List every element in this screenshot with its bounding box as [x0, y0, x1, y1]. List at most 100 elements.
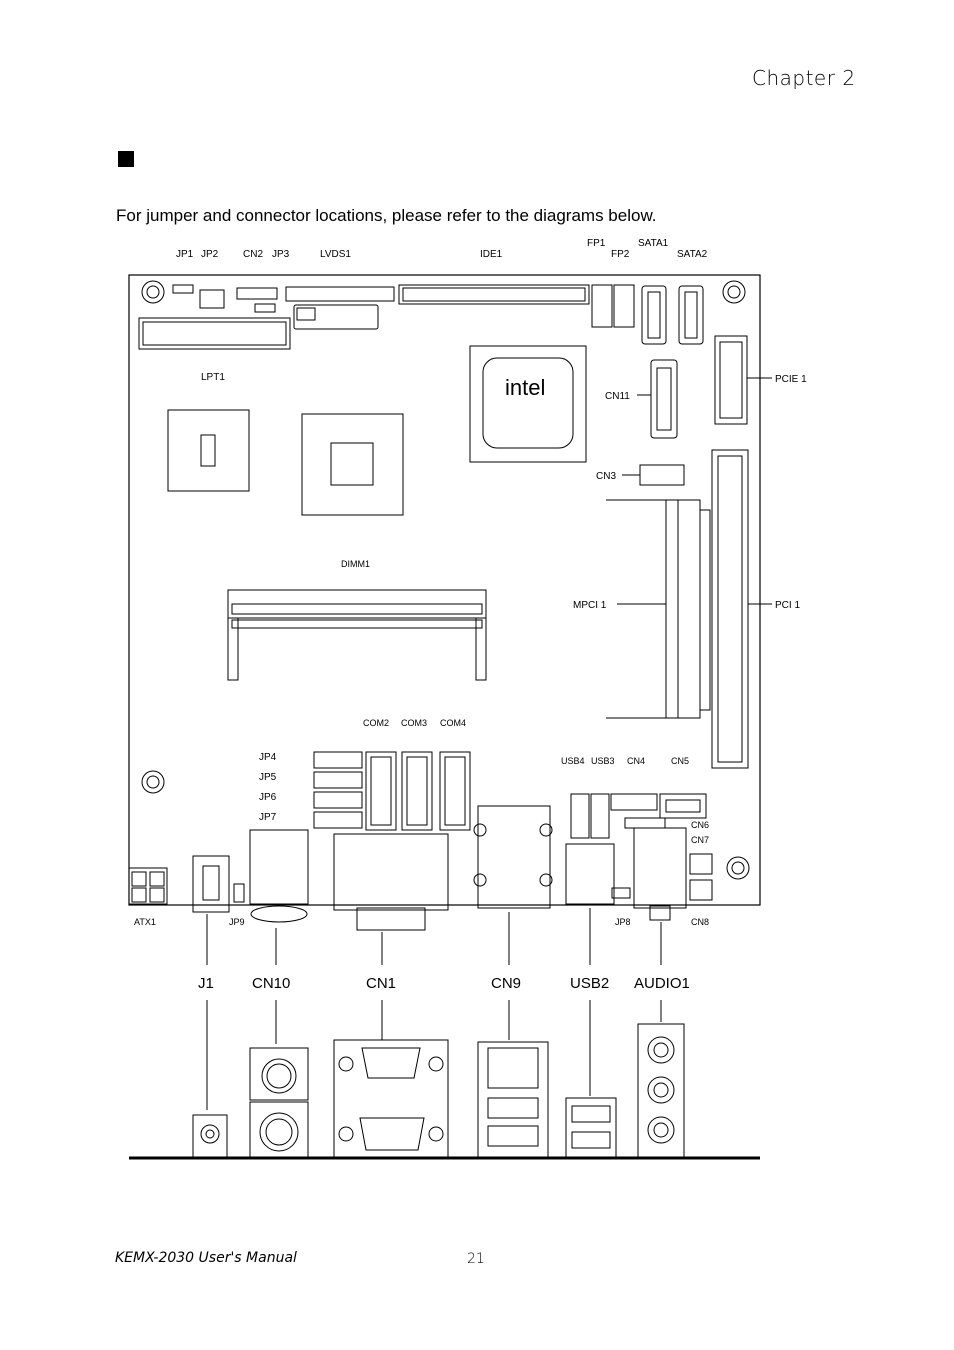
label-cn3: CN3 — [596, 471, 616, 482]
section-bullet — [118, 151, 134, 167]
label-atx1: ATX1 — [134, 917, 156, 927]
label-lvds1: LVDS1 — [320, 249, 351, 260]
cn5-connector — [659, 793, 707, 819]
jp6-jumper — [313, 791, 363, 809]
rear-cn1 — [333, 1039, 449, 1159]
usb2-connector — [565, 843, 615, 905]
label-jp2: JP2 — [201, 249, 219, 260]
page-number: 21 — [467, 1251, 485, 1267]
jp3-jumper — [254, 303, 276, 313]
mounting-hole-mid-left — [141, 770, 165, 794]
manual-title: KEMX-2030 User's Manual — [115, 1250, 297, 1266]
jp5-jumper — [313, 771, 363, 789]
label-audio1: AUDIO1 — [634, 975, 690, 992]
label-pci1: PCI 1 — [775, 600, 800, 611]
label-cn9: CN9 — [491, 975, 521, 992]
jp2-jumper — [199, 289, 225, 309]
pcie1-slot — [714, 335, 748, 425]
audio1-jacks — [633, 827, 687, 921]
jp8-jumper — [611, 887, 631, 899]
label-cn6: CN6 — [691, 820, 709, 830]
cn6-header — [624, 817, 666, 829]
intel-logo: intel — [505, 375, 545, 400]
cn11-connector — [650, 359, 678, 439]
label-sata2: SATA2 — [677, 249, 708, 260]
com3-header — [401, 751, 433, 831]
cpu-socket-left — [167, 409, 250, 492]
label-cn10: CN10 — [252, 975, 290, 992]
fp2-header — [613, 284, 635, 328]
intel-chip — [469, 345, 587, 463]
usb3-header — [590, 793, 610, 839]
label-dimm1: DIMM1 — [341, 559, 370, 569]
cn7-connector — [689, 853, 713, 875]
cn9-lan-usb — [473, 805, 553, 909]
label-com2: COM2 — [363, 718, 389, 728]
cn4-header — [610, 793, 658, 811]
rear-usb2 — [565, 1097, 617, 1159]
usb4-header — [570, 793, 590, 839]
atx1-connector — [128, 867, 168, 905]
com4-header — [439, 751, 471, 831]
label-lpt1: LPT1 — [201, 372, 225, 383]
label-jp1: JP1 — [176, 249, 194, 260]
label-usb3: USB3 — [591, 756, 615, 766]
mounting-hole-top-right — [722, 280, 746, 304]
chapter-heading: Chapter 2 — [752, 66, 856, 90]
dimm1-slot — [227, 589, 487, 681]
mounting-hole-bottom-right — [726, 856, 750, 880]
ide1-connector — [398, 284, 590, 305]
label-sata1: SATA1 — [638, 238, 669, 249]
cn1-com-vga — [333, 833, 449, 931]
label-cn5: CN5 — [671, 756, 689, 766]
jp9-jumper — [233, 883, 245, 903]
label-jp6: JP6 — [259, 792, 277, 803]
label-pcie1: PCIE 1 — [775, 374, 807, 385]
label-jp7: JP7 — [259, 812, 277, 823]
jp4-jumper — [313, 751, 363, 769]
mounting-hole-top-left — [141, 280, 165, 304]
label-ide1: IDE1 — [480, 249, 503, 260]
label-cn4: CN4 — [627, 756, 645, 766]
j1-jack — [192, 855, 230, 913]
label-cn1: CN1 — [366, 975, 396, 992]
rear-cn10 — [249, 1047, 309, 1159]
rear-j1 — [192, 1114, 228, 1158]
cn2-connector — [236, 287, 278, 300]
rear-audio1 — [637, 1023, 685, 1159]
pci1-slot — [711, 449, 749, 769]
label-usb2: USB2 — [570, 975, 609, 992]
cn3-header — [639, 464, 685, 486]
chipset-middle — [301, 413, 404, 516]
label-cn11: CN11 — [605, 391, 630, 402]
com2-header — [365, 751, 397, 831]
label-cn7: CN7 — [691, 835, 709, 845]
label-cn2: CN2 — [243, 249, 263, 260]
label-cn8: CN8 — [691, 917, 709, 927]
label-j1: J1 — [198, 975, 214, 992]
cn10-ps2 — [249, 829, 309, 923]
sata1-connector — [641, 285, 667, 345]
sata2-connector — [678, 285, 704, 345]
rear-cn9 — [477, 1041, 549, 1159]
fp1-header — [591, 284, 613, 328]
jp1-jumper — [172, 284, 194, 294]
label-jp3: JP3 — [272, 249, 290, 260]
intro-text: For jumper and connector locations, plea… — [116, 206, 657, 225]
label-fp2: FP2 — [611, 249, 630, 260]
label-com4: COM4 — [440, 718, 466, 728]
label-jp4: JP4 — [259, 752, 277, 763]
lpt1-connector — [138, 317, 291, 350]
mpci1-slot — [606, 499, 711, 719]
board-outline — [128, 274, 761, 906]
label-jp8: JP8 — [615, 917, 631, 927]
label-jp9: JP9 — [229, 917, 245, 927]
label-com3: COM3 — [401, 718, 427, 728]
lvds1-connector — [285, 286, 395, 302]
jp7-jumper — [313, 811, 363, 829]
label-mpci1: MPCI 1 — [573, 600, 607, 611]
label-jp5: JP5 — [259, 772, 277, 783]
label-usb4: USB4 — [561, 756, 585, 766]
cn8-connector — [689, 879, 713, 901]
